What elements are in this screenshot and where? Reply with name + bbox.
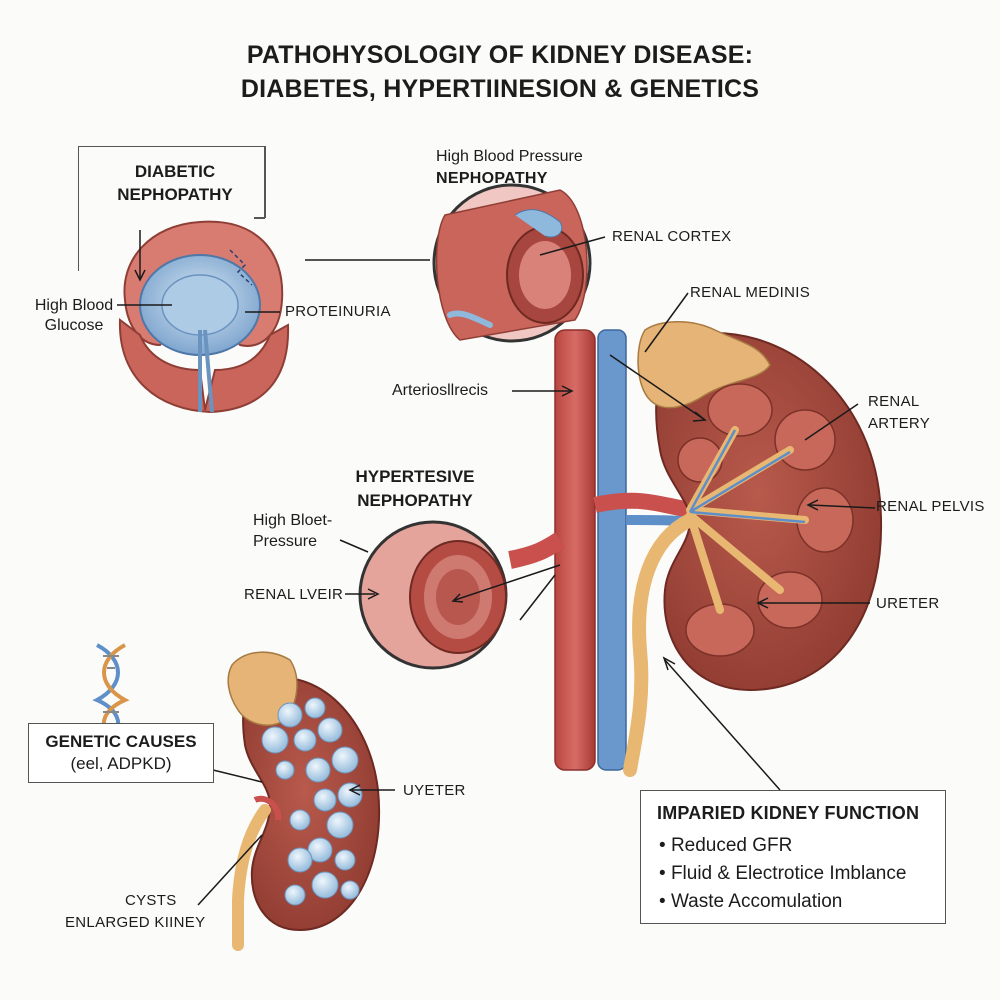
renal-vein-label: RENAL LVEIR	[244, 586, 344, 603]
diabetic-bracket-right-tick	[254, 217, 265, 219]
diabetic-title-line-2: NEPHOPATHY	[117, 185, 233, 204]
genetic-causes-title: GENETIC CAUSES	[45, 732, 197, 751]
diabetic-title-line-1: DIABETIC	[134, 162, 216, 181]
diabetic-bracket	[78, 146, 265, 271]
aorta-vena-cava	[508, 329, 696, 771]
main-kidney-illustration	[623, 321, 883, 777]
hypertensive-title-line-1: HYPERTESIVE	[355, 467, 475, 486]
impaired-item: • Reduced GFR	[659, 835, 793, 856]
pressure-line-2: Pressure	[253, 533, 318, 550]
ureter-label: URETER	[876, 595, 940, 612]
impaired-item: • Waste Accomulation	[659, 891, 843, 912]
hbp-vessel-magnifier	[432, 183, 592, 343]
enlarged-kidney-label: ENLARGED KIINEY	[65, 914, 206, 931]
renal-artery-line-2: ARTERY	[868, 415, 931, 432]
polycystic-kidney-illustration	[227, 651, 381, 951]
diagram-title: PATHOHYSOLOGIY OF KIDNEY DISEASE: DIABET…	[0, 38, 1000, 106]
high-blood-glucose-label: High Blood Glucose	[28, 296, 120, 336]
hbp-line-2: NEPHOPATHY	[436, 170, 548, 187]
impaired-function-title: IMPARIED KIDNEY FUNCTION	[657, 803, 920, 823]
cysts-label: CYSTS	[125, 892, 177, 909]
hbp-label: High Blood Pressure NEPHOPATHY	[436, 146, 583, 190]
renal-cortex-label: RENAL CORTEX	[612, 228, 732, 245]
diabetic-nephropathy-title: DIABETIC NEPHOPATHY	[100, 160, 250, 206]
diabetic-bracket-right	[264, 146, 266, 218]
proteinuria-label: PROTEINURIA	[285, 303, 391, 320]
hypertensive-nephropathy-title: HYPERTESIVE NEPHOPATHY	[330, 465, 500, 513]
pressure-line-1: High Bloet-	[253, 512, 333, 529]
diagram-title-line-1: PATHOHYSOLOGIY OF KIDNEY DISEASE:	[246, 41, 754, 69]
impaired-item-text: Fluid & Electrotice Imblance	[670, 863, 907, 884]
uyeter-label: UYETER	[403, 782, 466, 799]
leader-lines	[117, 230, 876, 906]
impaired-item-text: Waste Accomulation	[670, 891, 843, 912]
hypertensive-vessel-magnifier	[358, 520, 508, 670]
impaired-item: • Fluid & Electrotice Imblance	[659, 863, 907, 884]
arteriosclerosis-label: Arteriosllrecis	[392, 382, 489, 399]
hbp-line-1: High Blood Pressure	[436, 148, 583, 165]
impaired-item-text: Reduced GFR	[670, 835, 793, 856]
renal-artery-label: RENAL ARTERY	[868, 391, 930, 435]
genetic-causes-subtitle: (eel, ADPKD)	[70, 754, 172, 773]
impaired-function-box: IMPARIED KIDNEY FUNCTION • Reduced GFR •…	[640, 790, 946, 924]
diagram-title-line-2: DIABETES, HYPERTIINESION & GENETICS	[240, 75, 760, 103]
hypertensive-title-line-2: NEPHOPATHY	[357, 491, 473, 510]
renal-artery-line-1: RENAL	[868, 393, 920, 410]
genetic-causes-box: GENETIC CAUSES (eel, ADPKD)	[28, 723, 214, 783]
glucose-line-2: Glucose	[44, 317, 104, 334]
high-blood-pressure-label: High Bloet- Pressure	[253, 510, 332, 552]
renal-medinis-label: RENAL MEDINIS	[690, 284, 811, 301]
glucose-line-1: High Blood	[34, 297, 114, 314]
diabetic-glomerulus-illustration	[118, 220, 290, 414]
renal-pelvis-label: RENAL PELVIS	[876, 498, 985, 515]
